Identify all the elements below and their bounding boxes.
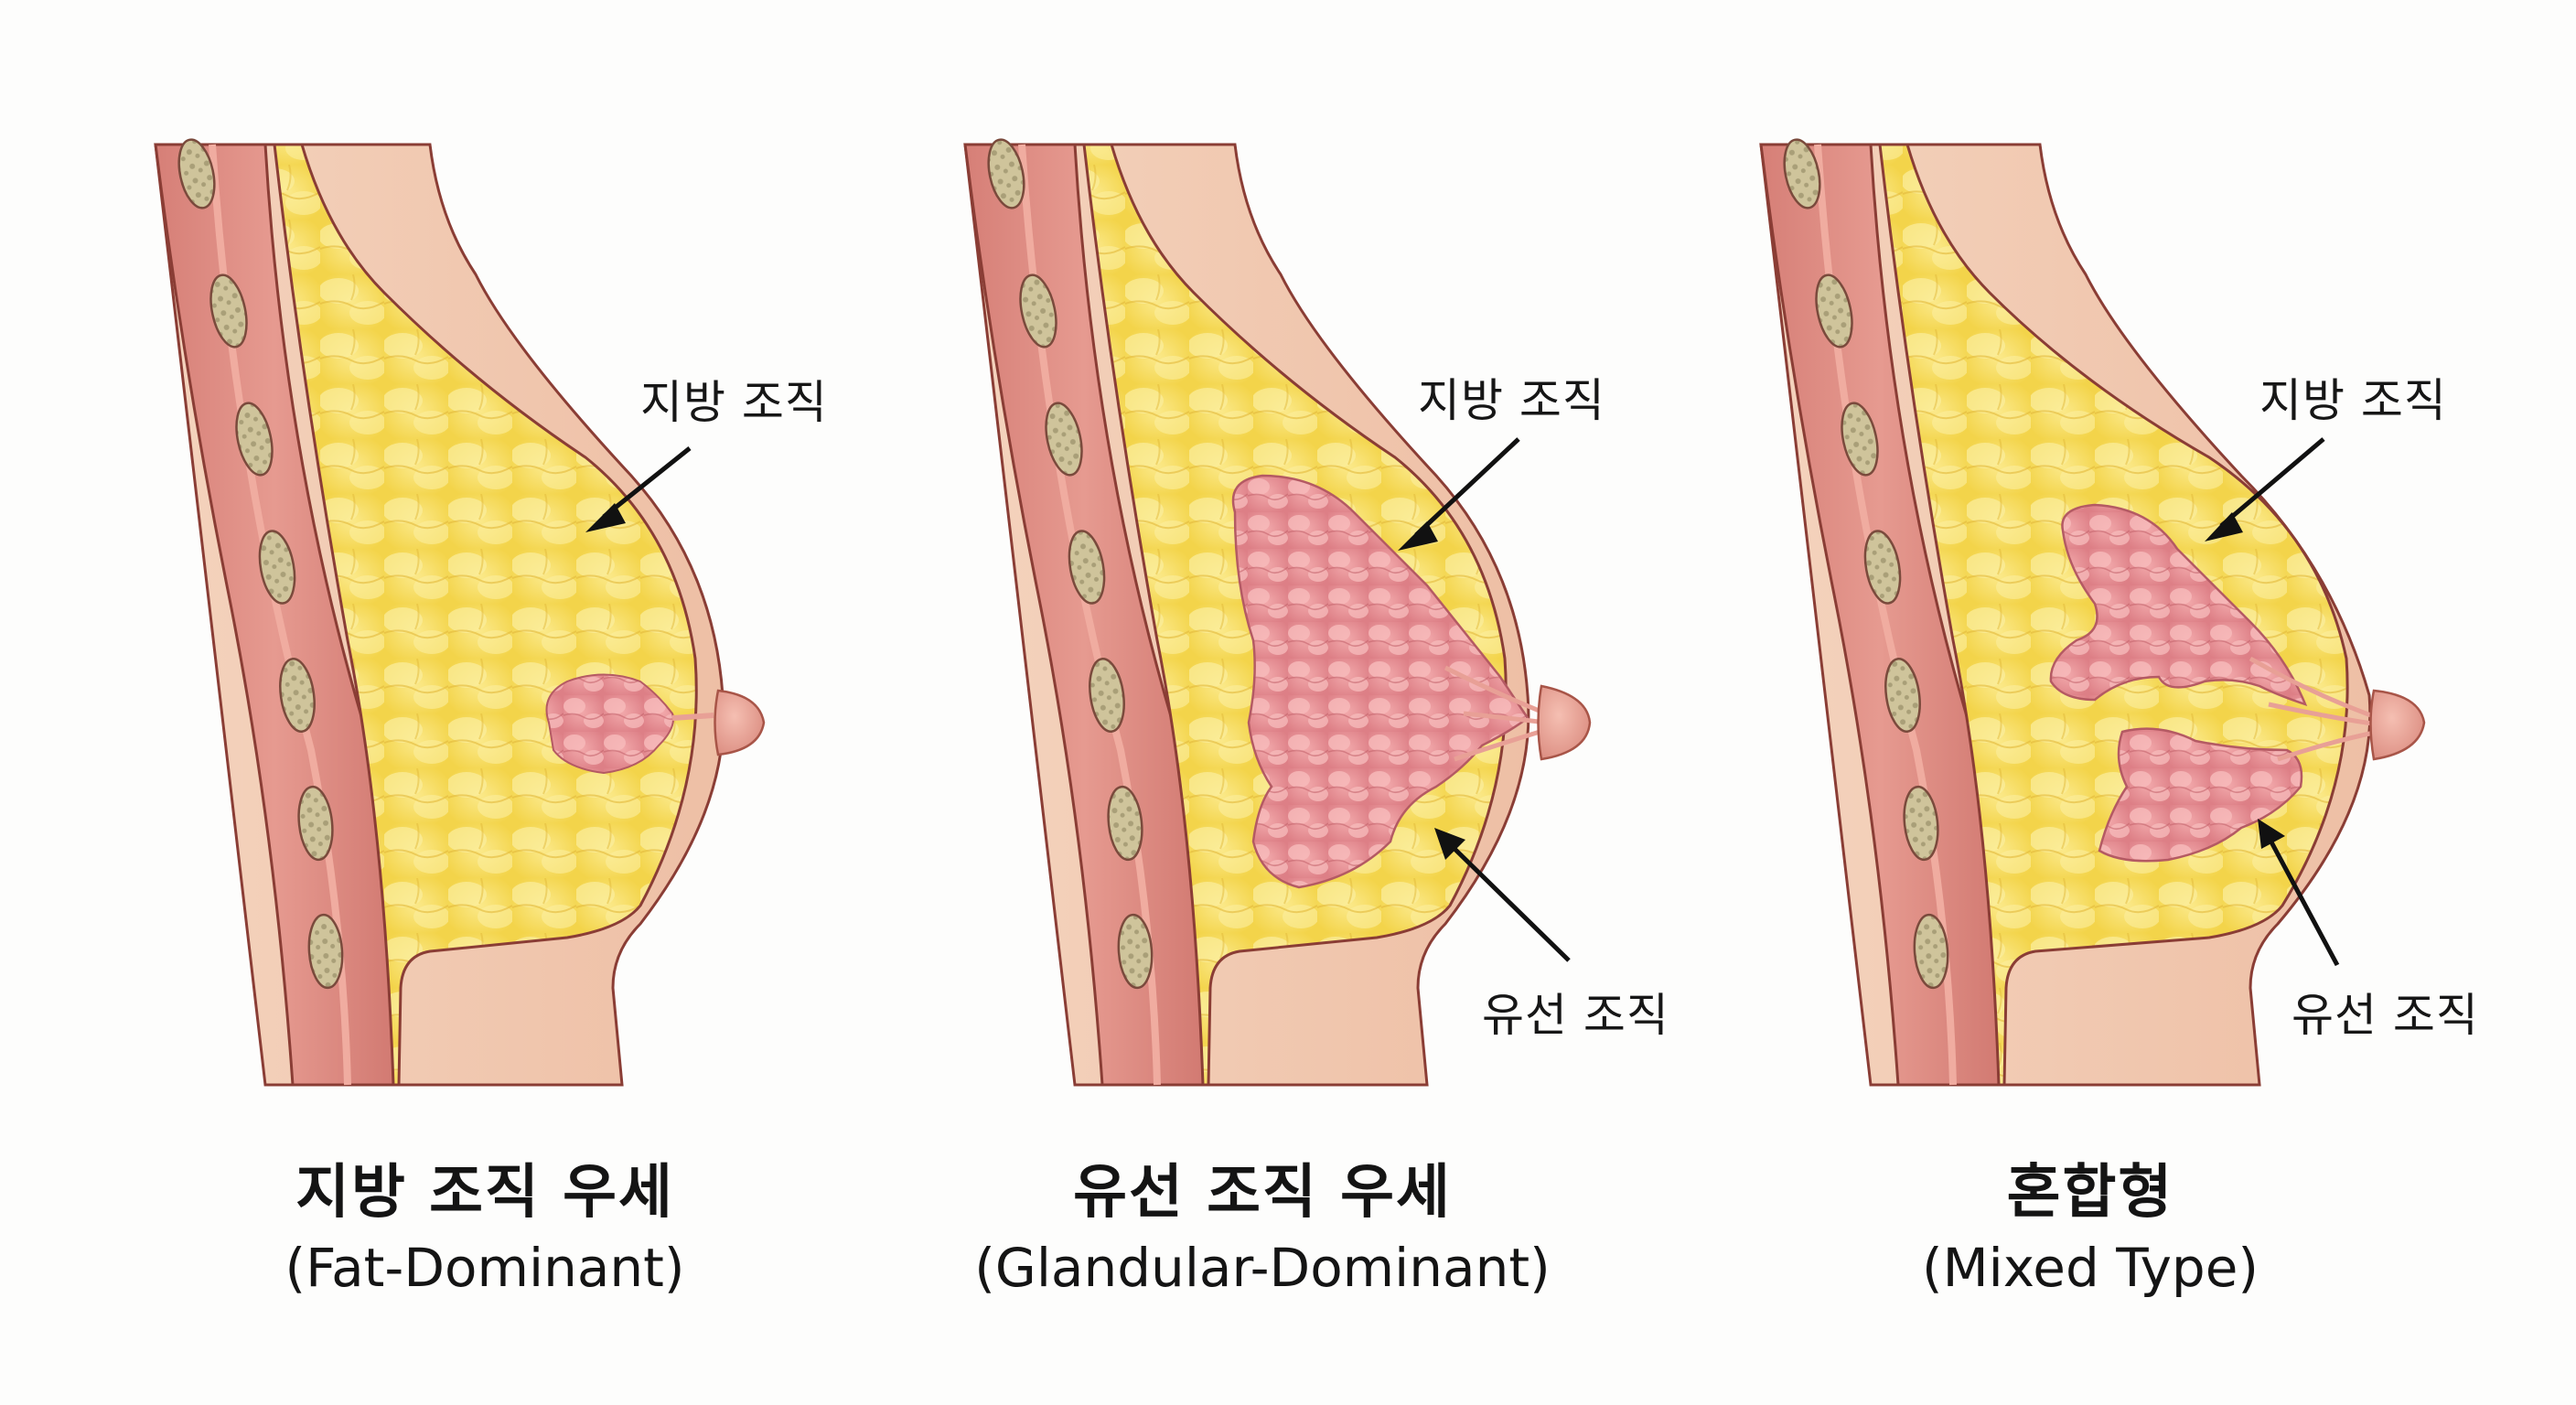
breast-cross-section-mixed-type bbox=[1759, 138, 2426, 1087]
nipple bbox=[1537, 684, 1592, 761]
glandular-tissue-lower bbox=[2098, 727, 2303, 863]
caption-korean: 혼합형 bbox=[2006, 1159, 2174, 1227]
arrow-icon bbox=[1398, 437, 1520, 551]
rib-icons bbox=[177, 138, 344, 990]
caption-fat-dominant: 지방 조직 우세 (Fat-Dominant) bbox=[73, 1154, 896, 1304]
breast-cross-section-fat-dominant bbox=[154, 138, 766, 1087]
caption-english: (Glandular-Dominant) bbox=[974, 1237, 1551, 1299]
caption-english: (Fat-Dominant) bbox=[284, 1237, 685, 1299]
breast-cross-section-glandular-dominant bbox=[963, 138, 1592, 1087]
nipple bbox=[2369, 689, 2426, 761]
annotation-fat-tissue: 지방 조직 bbox=[2259, 374, 2447, 427]
caption-english: (Mixed Type) bbox=[1921, 1237, 2259, 1299]
caption-mixed-type: 혼합형 (Mixed Type) bbox=[1679, 1154, 2502, 1304]
nipple bbox=[714, 689, 766, 756]
arrow-icon bbox=[2258, 819, 2340, 967]
panel-mixed-type: 지방 조직 유선 조직 혼합형 (Mixed Type) bbox=[1647, 0, 2576, 1405]
caption-glandular-dominant: 유선 조직 우세 (Glandular-Dominant) bbox=[851, 1154, 1674, 1304]
annotation-glandular-tissue: 유선 조직 bbox=[1482, 989, 1669, 1042]
arrow-icon bbox=[585, 446, 692, 532]
annotation-glandular-tissue: 유선 조직 bbox=[2292, 989, 2479, 1042]
panel-fat-dominant: 지방 조직 지방 조직 우세 (Fat-Dominant) bbox=[0, 0, 860, 1405]
chest-wall-muscle bbox=[963, 143, 1205, 1087]
chest-wall-muscle bbox=[154, 143, 395, 1087]
caption-korean: 유선 조직 우세 bbox=[1073, 1159, 1452, 1227]
panel-glandular-dominant: 지방 조직 유선 조직 유선 조직 우세 (Glandular-Dominant… bbox=[805, 0, 1720, 1405]
rib-icons bbox=[1783, 138, 1949, 990]
rib-icons bbox=[987, 138, 1154, 990]
arrow-icon bbox=[2205, 437, 2325, 542]
glandular-tissue-upper bbox=[2049, 503, 2308, 707]
annotation-fat-tissue: 지방 조직 bbox=[1418, 374, 1605, 427]
glandular-tissue bbox=[545, 673, 674, 775]
caption-korean: 지방 조직 우세 bbox=[295, 1159, 674, 1227]
glandular-tissue bbox=[1231, 474, 1530, 889]
chest-wall-muscle bbox=[1759, 143, 2001, 1087]
annotation-fat-tissue: 지방 조직 bbox=[640, 376, 828, 429]
fat-tissue bbox=[273, 143, 698, 1087]
arrow-icon bbox=[1434, 828, 1571, 962]
